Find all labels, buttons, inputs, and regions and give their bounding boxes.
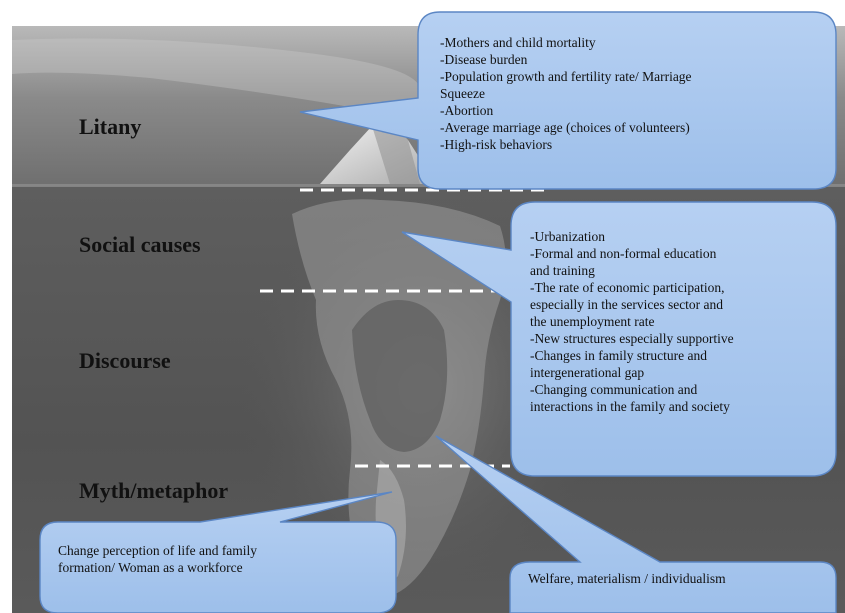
callout-litany — [299, 11, 837, 190]
iceberg-tip-shade — [372, 124, 420, 184]
level-label-discourse: Discourse — [79, 348, 171, 373]
callout-discourse-text: Welfare, materialism / individualism — [528, 570, 828, 587]
callout-litany-line: Squeeze — [440, 86, 485, 101]
callout-social-causes-text: -Urbanization -Formal and non-formal edu… — [530, 228, 830, 415]
callout-social-causes-line: -New structures especially supportive — [530, 331, 734, 346]
callout-discourse-line: Welfare, materialism / individualism — [528, 571, 726, 586]
callout-social-causes-line: -Urbanization — [530, 229, 605, 244]
level-label-myth-metaphor: Myth/metaphor — [79, 478, 229, 503]
callout-social-causes-line: interactions in the family and society — [530, 399, 730, 414]
callout-social-causes — [401, 201, 837, 477]
level-label-social-causes: Social causes — [79, 232, 201, 257]
callout-discourse — [435, 435, 837, 613]
callout-litany-text: -Mothers and child mortality -Disease bu… — [440, 34, 828, 153]
callout-litany-line: -Disease burden — [440, 52, 528, 67]
callout-litany-line: -Population growth and fertility rate/ M… — [440, 69, 692, 84]
callout-social-causes-line: intergenerational gap — [530, 365, 645, 380]
callout-litany-line: -Abortion — [440, 103, 494, 118]
callout-social-causes-line: the unemployment rate — [530, 314, 655, 329]
callout-social-causes-line: -Changes in family structure and — [530, 348, 707, 363]
iceberg-cavity — [352, 300, 448, 452]
callout-social-causes-line: -Formal and non-formal education — [530, 246, 717, 261]
sky-cloud-streak — [12, 38, 420, 120]
callout-social-causes-line: especially in the services sector and — [530, 297, 724, 312]
callout-social-causes-line: -Changing communication and — [530, 382, 698, 397]
callout-myth-metaphor-line: Change perception of life and family — [58, 543, 258, 558]
callout-myth-metaphor-line: formation/ Woman as a workforce — [58, 560, 243, 575]
callout-litany-line: -Mothers and child mortality — [440, 35, 596, 50]
level-label-litany: Litany — [79, 114, 142, 139]
callout-social-causes-line: and training — [530, 263, 595, 278]
callout-social-causes-line: -The rate of economic participation, — [530, 280, 725, 295]
callout-litany-line: -Average marriage age (choices of volunt… — [440, 120, 690, 135]
callout-litany-line: -High-risk behaviors — [440, 137, 553, 152]
callout-myth-metaphor-text: Change perception of life and family for… — [58, 542, 388, 576]
